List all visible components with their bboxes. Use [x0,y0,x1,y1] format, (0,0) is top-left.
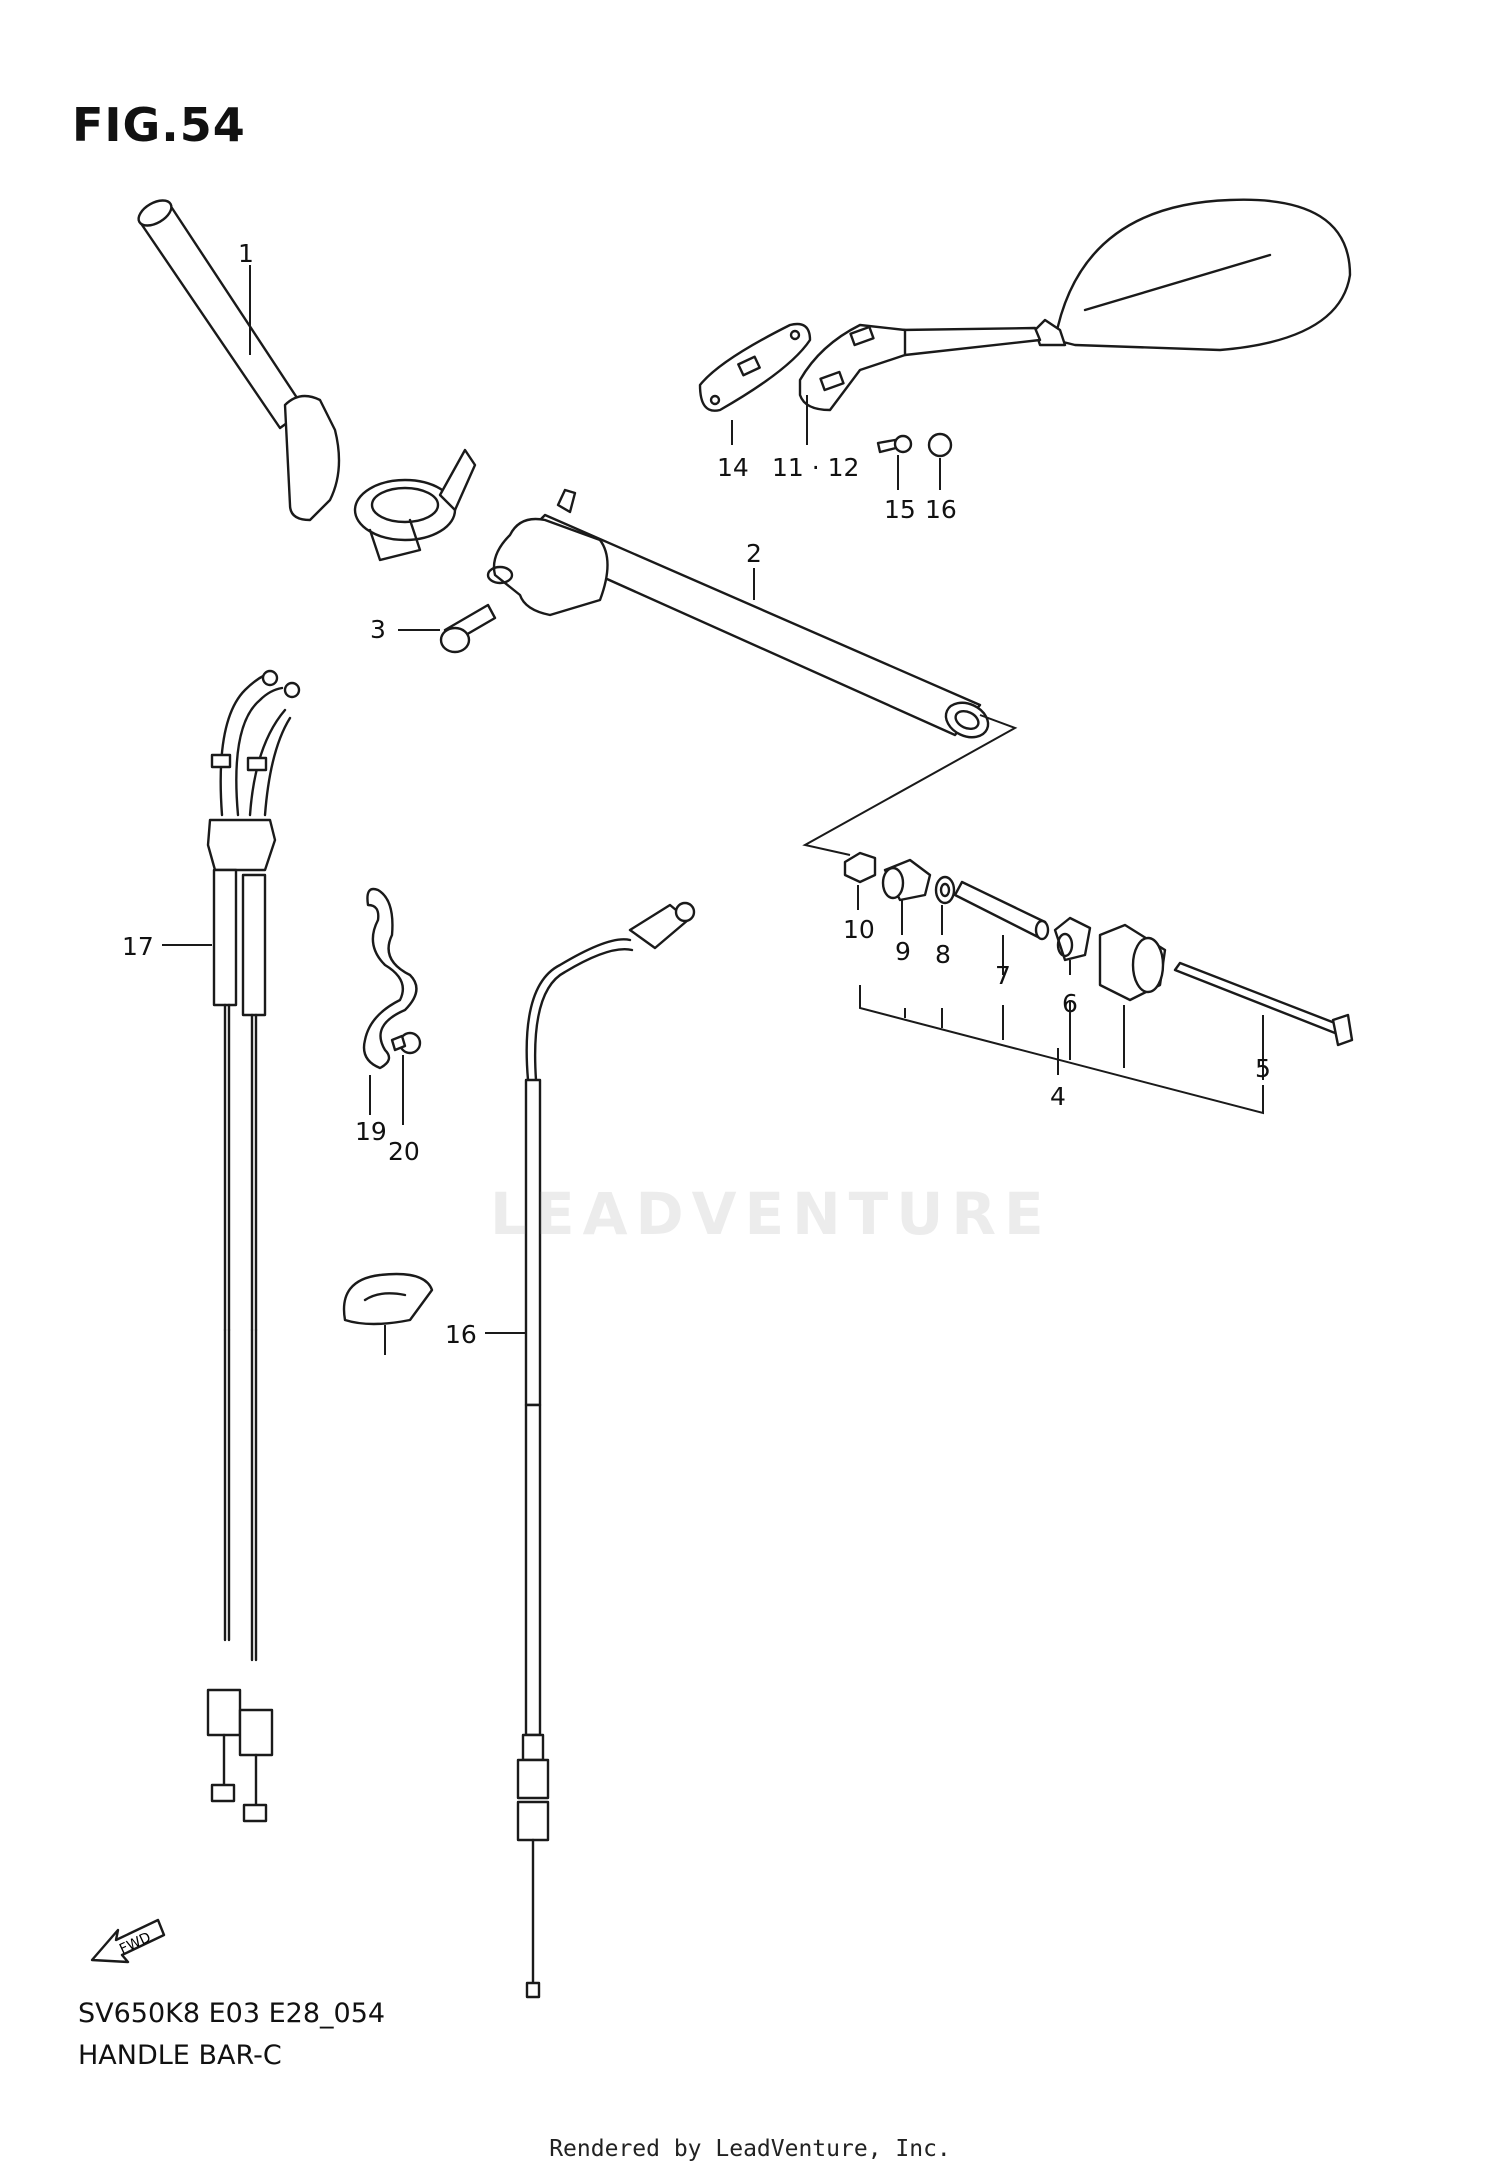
part-20-clip[interactable] [342,1272,434,1326]
part-3-bolt[interactable] [439,603,497,654]
callout-14: 15 [884,495,916,524]
part-10-nut[interactable] [843,851,877,884]
figure-name: HANDLE BAR-C [78,2040,282,2071]
callout-16: 16 [445,1320,477,1349]
callout-10: 10 [843,915,875,944]
part-17-throttle-cables[interactable] [206,669,301,1823]
callout-18: 19 [355,1117,387,1146]
callout-9: 9 [895,937,911,966]
part-16-clutch-cable[interactable] [516,901,696,1999]
part-11-12-mirror[interactable] [798,198,1352,412]
callout-13: 14 [717,453,749,482]
callout-15: 16 [925,495,957,524]
fwd-label: FWD [117,1929,153,1957]
part-13-mount-plate[interactable] [698,322,812,412]
callout-19: 20 [388,1137,420,1166]
part-1-left-handlebar[interactable] [134,195,477,562]
callout-3: 3 [370,615,386,644]
callout-11-12: 11 · 12 [772,453,859,482]
figure-code: SV650K8 E03 E28_054 [78,1998,386,2029]
part-6-rubber[interactable] [1053,916,1092,962]
part-5-screw[interactable] [1173,961,1354,1047]
part-2-right-handlebar[interactable] [486,488,994,744]
callout-4: 4 [1050,1082,1066,1111]
figure-title: FIG.54 [72,98,246,152]
watermark: LEADVENTURE [490,1180,1052,1248]
rendered-by-footer: Rendered by LeadVenture, Inc. [549,2136,951,2162]
part-14-screw[interactable] [876,434,913,454]
callout-7: 7 [995,961,1011,990]
part-18-clamp[interactable] [362,887,418,1070]
callout-2: 2 [746,539,762,568]
part-bar-end-weight[interactable] [1098,923,1167,1002]
callout-1: 1 [238,239,254,268]
part-9-collar[interactable] [881,858,932,902]
callout-17: 17 [122,932,154,961]
fwd-arrow-icon: FWD [90,1918,166,1964]
callout-5: 5 [1255,1054,1271,1083]
part-19-bolt[interactable] [390,1031,422,1055]
part-7-shaft[interactable] [953,880,1050,941]
callout-8: 8 [935,940,951,969]
part-15-cap[interactable] [927,432,953,458]
part-8-washer[interactable] [934,875,956,905]
